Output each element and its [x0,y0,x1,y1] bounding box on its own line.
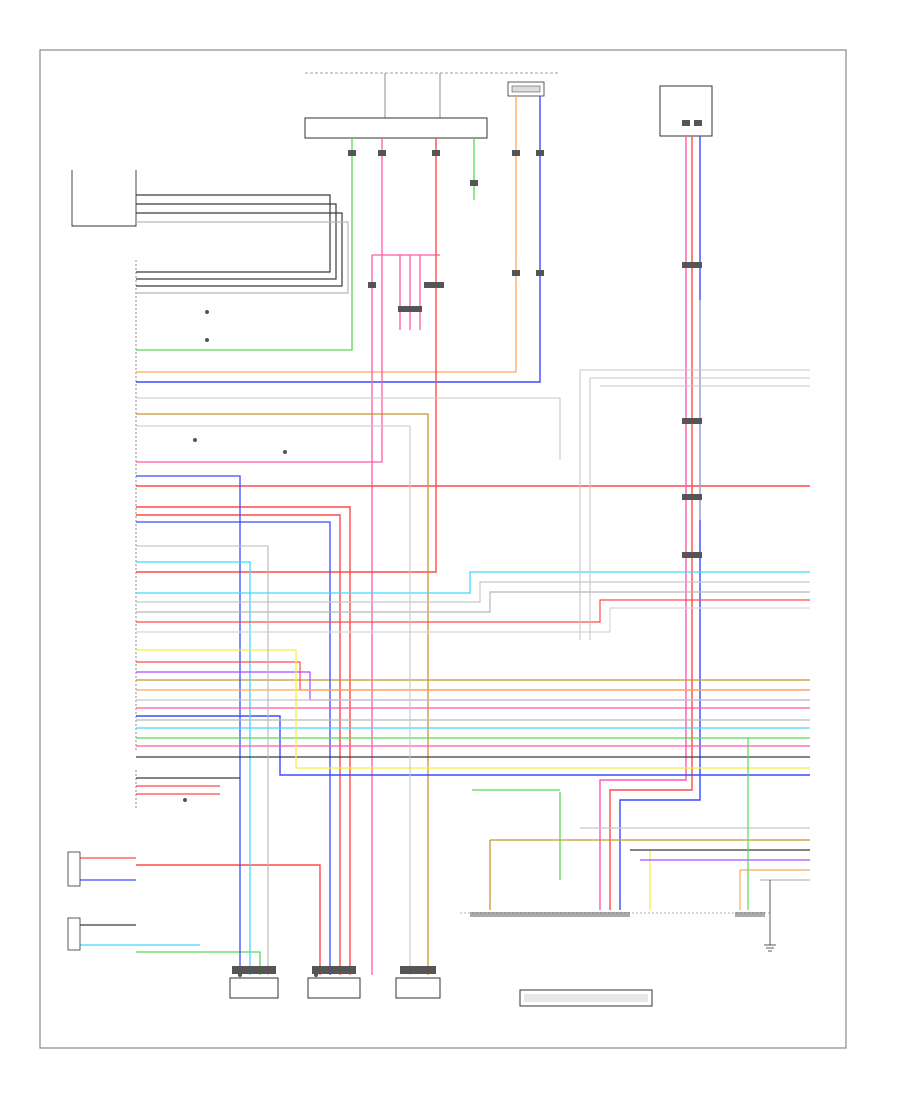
connector-markers [232,120,765,974]
pink-wires [136,138,440,975]
audio-unit-box [659,85,713,137]
antenna-box [71,170,137,227]
speaker-left-box [229,977,279,999]
blue-wire-pass [136,521,331,975]
diagram-frame [39,49,847,1049]
orange-wire [136,96,517,373]
fuse-box-upper [304,117,488,139]
speaker-component [507,81,545,97]
yellow-wire [136,649,810,769]
right-bus-wires [136,581,810,758]
lower-left-wires [80,777,240,926]
tweeter-front-left [67,917,81,951]
grey-vertical-wires [136,300,701,975]
bottom-right-bus [580,738,810,910]
speaker-right-box [395,977,441,999]
audio-unit-wires [599,136,701,910]
bluetooth-module-box [519,989,653,1007]
brown-wires [136,413,810,975]
speaker-center-box [307,977,361,999]
antenna-wires [136,194,349,294]
ground-symbol [764,880,776,952]
terminal-dots [183,310,318,977]
tweeter-front-right [67,851,81,887]
light-blue-wires [80,561,810,975]
blue-wire-right [136,475,241,975]
blue-wire-speaker [136,96,541,383]
